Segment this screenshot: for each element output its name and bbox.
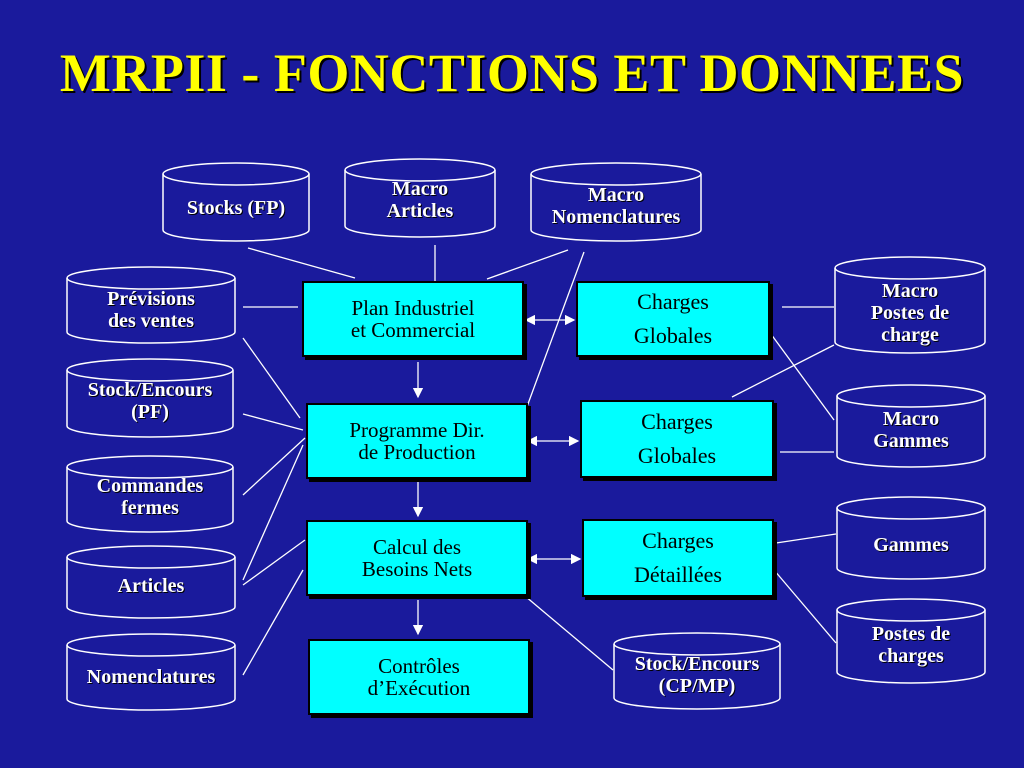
db-gammes: Gammes <box>836 496 986 580</box>
process-controles: Contrôles d’Exécution <box>308 639 530 715</box>
db-stocks-fp: Stocks (FP) <box>162 162 310 242</box>
db-nomenclatures: Nomenclatures <box>66 633 236 711</box>
database-icon <box>530 162 702 242</box>
database-icon <box>344 158 496 238</box>
database-icon <box>836 496 986 580</box>
database-icon <box>66 358 234 438</box>
database-icon <box>66 545 236 619</box>
db-macro-articles: Macro Articles <box>344 158 496 238</box>
charges-globales-1: Charges Globales <box>576 281 770 357</box>
db-label: Stocks (FP) <box>186 197 286 219</box>
database-icon <box>66 633 236 711</box>
process-pic: Plan Industriel et Commercial <box>302 281 524 357</box>
process-cbn: Calcul des Besoins Nets <box>306 520 528 596</box>
db-macro-nomenclatures: Macro Nomenclatures <box>530 162 702 242</box>
db-label: Macro Gammes <box>873 408 949 452</box>
db-stock-encours-cp: Stock/Encours (CP/MP) <box>613 632 781 710</box>
db-label: Macro Articles <box>386 178 454 222</box>
db-stock-encours-pf: Stock/Encours (PF) <box>66 358 234 438</box>
db-label: Stock/Encours (PF) <box>87 379 213 423</box>
page-title: MRPII - FONCTIONS ET DONNEES <box>59 43 965 103</box>
db-label: Macro Postes de charge <box>870 280 950 346</box>
db-postes-charges: Postes de charges <box>836 598 986 684</box>
db-macro-postes: Macro Postes de charge <box>834 256 986 354</box>
db-previsions: Prévisions des ventes <box>66 266 236 344</box>
db-label: Prévisions des ventes <box>107 288 195 332</box>
process-pdp: Programme Dir. de Production <box>306 403 528 479</box>
db-label: Postes de charges <box>871 623 951 667</box>
db-label: Stock/Encours (CP/MP) <box>634 653 760 697</box>
db-commandes-fermes: Commandes fermes <box>66 455 234 533</box>
database-icon <box>66 266 236 344</box>
charges-detaillees: Charges Détaillées <box>582 519 774 597</box>
database-icon <box>162 162 310 242</box>
database-icon <box>613 632 781 710</box>
db-label: Macro Nomenclatures <box>551 184 681 228</box>
database-icon <box>836 598 986 684</box>
db-label: Nomenclatures <box>86 666 216 688</box>
db-articles: Articles <box>66 545 236 619</box>
database-icon <box>834 256 986 354</box>
db-label: Commandes fermes <box>96 475 204 519</box>
db-label: Gammes <box>873 534 949 556</box>
charges-globales-2: Charges Globales <box>580 400 774 478</box>
database-icon <box>836 384 986 468</box>
db-macro-gammes: Macro Gammes <box>836 384 986 468</box>
db-label: Articles <box>117 575 185 597</box>
database-icon <box>66 455 234 533</box>
